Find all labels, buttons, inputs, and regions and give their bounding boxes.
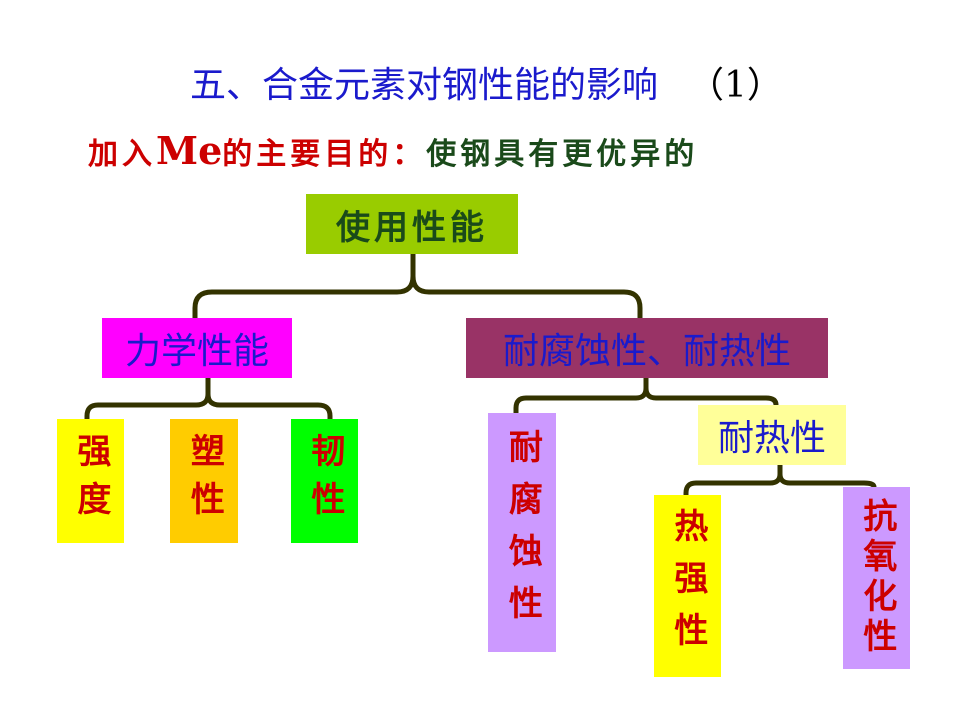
mechanical-node: 力学性能 bbox=[102, 318, 292, 378]
subtitle-suffix: 使钢具有更优异的 bbox=[426, 137, 699, 172]
toughness-node: 韧性 bbox=[291, 419, 358, 543]
strength-label: 强度 bbox=[70, 433, 111, 529]
heat-strength-label: 热强性 bbox=[667, 508, 708, 664]
root-label: 使用性能 bbox=[336, 207, 488, 248]
brace-heat bbox=[683, 455, 877, 495]
toughness-label: 韧性 bbox=[304, 433, 345, 529]
brace-root bbox=[192, 254, 643, 318]
heat-node: 耐热性 bbox=[698, 405, 846, 465]
plasticity-node: 塑性 bbox=[170, 419, 238, 543]
oxidation-node: 抗氧化性 bbox=[843, 487, 910, 669]
heat-label: 耐热性 bbox=[717, 418, 826, 459]
brace-resistance bbox=[513, 378, 779, 413]
root-node: 使用性能 bbox=[306, 194, 518, 254]
subtitle: 加入Me的主要目的：使钢具有更优异的 bbox=[88, 128, 698, 173]
subtitle-me: Me bbox=[156, 128, 223, 173]
title-text: 五、合金元素对钢性能的影响 bbox=[190, 65, 659, 106]
title-number: （1） bbox=[688, 65, 783, 106]
resistance-node: 耐腐蚀性、耐热性 bbox=[466, 318, 828, 378]
resistance-label: 耐腐蚀性、耐热性 bbox=[502, 331, 791, 372]
heat-strength-node: 热强性 bbox=[654, 495, 721, 677]
corrosion-label: 耐腐蚀性 bbox=[502, 428, 543, 637]
subtitle-purpose: 的主要目的： bbox=[222, 137, 427, 172]
slide-title: 五、合金元素对钢性能的影响 （1） bbox=[190, 56, 783, 108]
strength-node: 强度 bbox=[57, 419, 124, 543]
subtitle-prefix: 加入 bbox=[88, 137, 156, 172]
corrosion-node: 耐腐蚀性 bbox=[488, 413, 556, 652]
plasticity-label: 塑性 bbox=[184, 433, 225, 529]
oxidation-label: 抗氧化性 bbox=[856, 498, 897, 658]
brace-mechanical bbox=[84, 378, 333, 419]
mechanical-label: 力学性能 bbox=[124, 331, 269, 372]
